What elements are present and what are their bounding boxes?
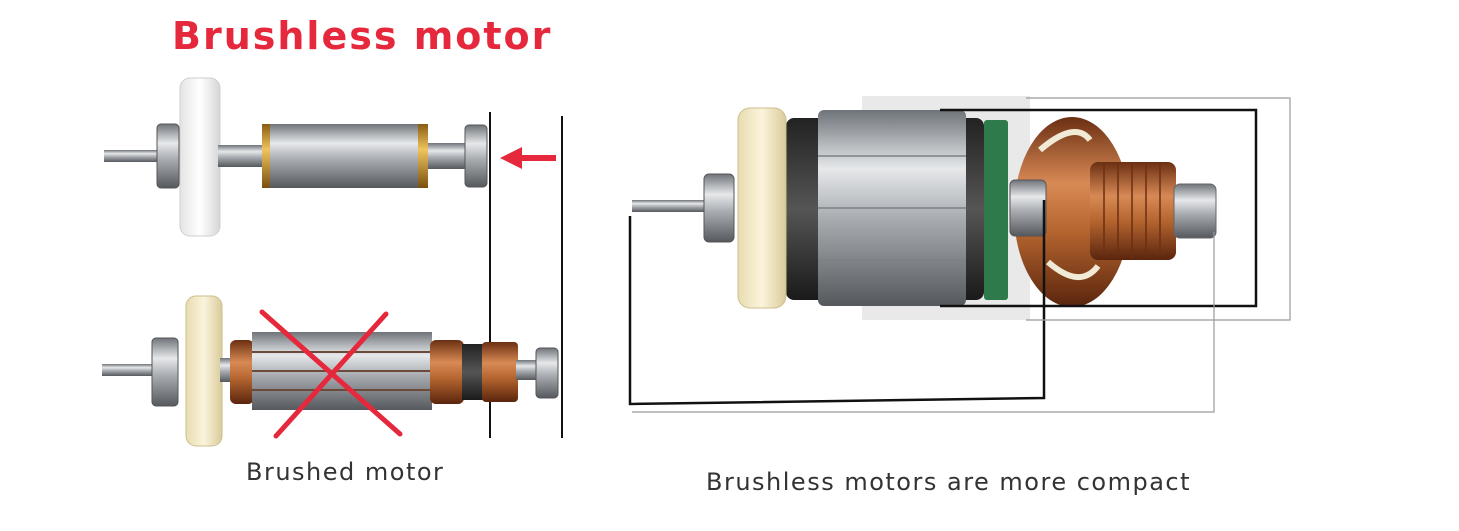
left-arrow-icon bbox=[500, 147, 556, 169]
brushless-rotor bbox=[104, 77, 488, 237]
bearing-right bbox=[464, 124, 488, 188]
front-bearing bbox=[703, 173, 735, 243]
cream-fan bbox=[185, 295, 223, 447]
shaft-mid bbox=[218, 145, 266, 167]
rear-commutator bbox=[1090, 162, 1176, 260]
winding-right bbox=[430, 340, 464, 404]
bearing-left bbox=[156, 123, 180, 189]
stator-slots bbox=[818, 155, 966, 261]
front-fan bbox=[737, 107, 787, 309]
brass-ring-left bbox=[262, 124, 272, 188]
rear-bearing bbox=[1173, 183, 1217, 239]
shaft-right bbox=[428, 143, 468, 169]
commutator-bars bbox=[1103, 164, 1161, 258]
cross-out-icon bbox=[259, 309, 403, 439]
armature-slots bbox=[252, 351, 432, 391]
shaft-right bbox=[516, 360, 538, 380]
brushed-rotor bbox=[102, 295, 559, 447]
control-pcb bbox=[984, 120, 1008, 300]
mid-bearing bbox=[1009, 179, 1047, 237]
shaft-tip bbox=[104, 150, 159, 162]
commutator bbox=[482, 342, 518, 402]
front-shaft bbox=[632, 200, 706, 212]
dimension-lines-thin bbox=[632, 97, 1291, 413]
bearing-right bbox=[535, 347, 559, 399]
white-gear bbox=[179, 77, 221, 237]
brushed-motor-caption: Brushed motor bbox=[246, 458, 445, 486]
compact-comparison-caption: Brushless motors are more compact bbox=[706, 468, 1192, 496]
winding-left bbox=[230, 340, 254, 404]
shaft-tip bbox=[102, 364, 154, 376]
brush-holder bbox=[462, 344, 484, 400]
brushless-motor-assembly bbox=[632, 96, 1217, 320]
dimension-lines-bold bbox=[628, 108, 1258, 406]
magnet-rotor bbox=[270, 124, 420, 188]
bearing-left bbox=[151, 337, 179, 407]
page-title: Brushless motor bbox=[172, 14, 553, 58]
zip-ties bbox=[1038, 129, 1101, 281]
brass-ring-right bbox=[418, 124, 428, 188]
